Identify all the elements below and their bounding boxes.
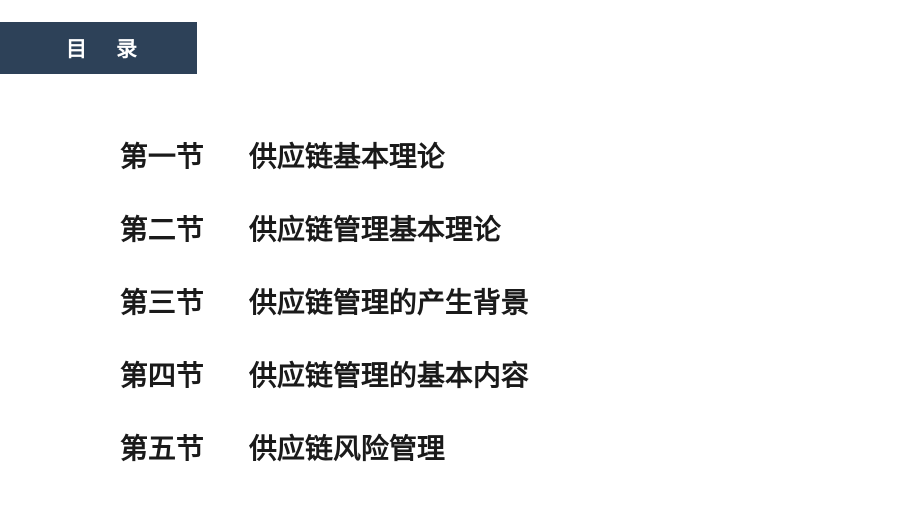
title-bar: 目 录: [0, 22, 197, 74]
toc-item-4[interactable]: 第四节 供应链管理的基本内容: [120, 337, 529, 410]
table-of-contents: 第一节 供应链基本理论 第二节 供应链管理基本理论 第三节 供应链管理的产生背景…: [120, 118, 529, 483]
toc-section-title: 供应链管理的产生背景: [249, 285, 530, 319]
page-title: 目 录: [66, 37, 149, 61]
toc-section-title: 供应链管理基本理论: [249, 212, 502, 246]
toc-section-number: 第五节: [120, 431, 205, 465]
toc-item-5[interactable]: 第五节 供应链风险管理: [120, 410, 529, 483]
toc-item-2[interactable]: 第二节 供应链管理基本理论: [120, 191, 529, 264]
toc-section-title: 供应链管理的基本内容: [249, 358, 530, 392]
toc-section-number: 第三节: [120, 285, 205, 319]
toc-section-number: 第一节: [120, 139, 205, 173]
toc-section-number: 第四节: [120, 358, 205, 392]
toc-item-3[interactable]: 第三节 供应链管理的产生背景: [120, 264, 529, 337]
toc-item-1[interactable]: 第一节 供应链基本理论: [120, 118, 529, 191]
toc-section-title: 供应链基本理论: [249, 139, 446, 173]
toc-section-number: 第二节: [120, 212, 205, 246]
toc-section-title: 供应链风险管理: [249, 431, 446, 465]
